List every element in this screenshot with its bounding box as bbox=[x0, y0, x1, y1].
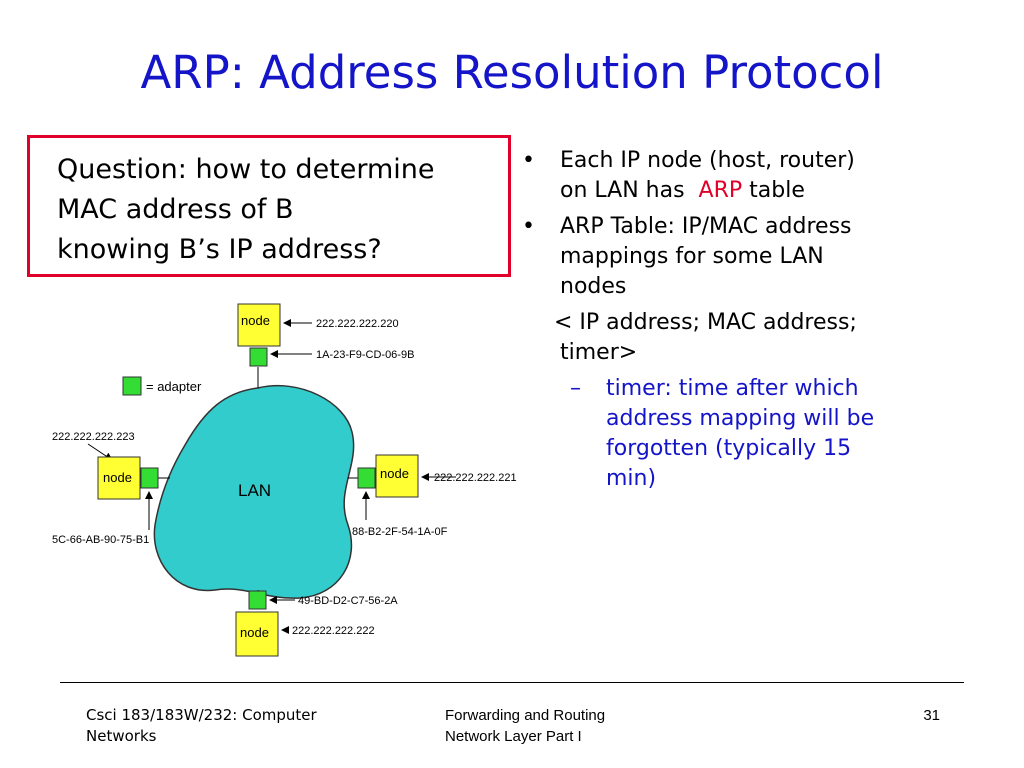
slide-title: ARP: Address Resolution Protocol bbox=[140, 46, 884, 99]
page-number: 31 bbox=[923, 707, 940, 724]
adapter-left bbox=[140, 467, 159, 489]
sub-line: address mapping will be bbox=[606, 406, 875, 431]
node-right bbox=[375, 454, 419, 498]
node-left bbox=[97, 456, 141, 500]
mac-label-right: 88-B2-2F-54-1A-0F bbox=[352, 526, 448, 538]
entry-line: < IP address; MAC address; bbox=[554, 310, 857, 335]
bullet-line: mappings for some LAN bbox=[560, 244, 824, 269]
arp-highlight: ARP bbox=[698, 178, 743, 203]
mac-label-left: 5C-66-AB-90-75-B1 bbox=[52, 534, 149, 546]
node-label: node bbox=[103, 470, 132, 485]
sub-bullet-timer: – timer: time after which address mappin… bbox=[522, 374, 982, 494]
bullet-line: on LAN has ARP table bbox=[560, 176, 982, 206]
ip-label-top: 222.222.222.220 bbox=[316, 318, 399, 330]
node-bottom bbox=[235, 611, 279, 657]
legend-label: = adapter bbox=[146, 379, 202, 394]
ip-label-bottom: 222.222.222.222 bbox=[292, 625, 375, 637]
ip-label-left: 222.222.222.223 bbox=[52, 431, 135, 443]
question-box: Question: how to determine MAC address o… bbox=[27, 135, 511, 277]
bullet-text: table bbox=[749, 178, 805, 203]
footer-line: Forwarding and Routing bbox=[445, 707, 606, 724]
footer-course: Csci 183/183W/232: Computer Networks bbox=[86, 705, 356, 747]
footer-topic: Forwarding and Routing Network Layer Par… bbox=[445, 705, 685, 747]
node-label: node bbox=[241, 313, 270, 328]
adapter-bottom bbox=[248, 590, 267, 610]
footer-line: Networks bbox=[86, 727, 157, 745]
bullet-dot-icon: • bbox=[522, 214, 535, 239]
question-line: MAC address of B bbox=[57, 194, 294, 225]
node-top bbox=[237, 303, 281, 347]
ip-label-right: 222.222.222.221 bbox=[434, 472, 517, 484]
sub-line: timer: time after which bbox=[606, 376, 859, 401]
question-line: knowing B’s IP address? bbox=[57, 234, 382, 265]
question-text: Question: how to determine MAC address o… bbox=[57, 150, 507, 270]
mac-label-bottom: 49-BD-D2-C7-56-2A bbox=[298, 595, 398, 607]
bullet-line: ARP Table: IP/MAC address bbox=[560, 214, 852, 239]
node-label: node bbox=[380, 466, 409, 481]
sub-line: forgotten (typically 15 bbox=[606, 436, 852, 461]
bullet-dot-icon: • bbox=[522, 148, 535, 173]
mac-label-top: 1A-23-F9-CD-06-9B bbox=[316, 349, 414, 361]
bullet-item-arp-table: • Each IP node (host, router) on LAN has… bbox=[522, 146, 982, 206]
bullet-list: • Each IP node (host, router) on LAN has… bbox=[522, 146, 982, 494]
footer-divider bbox=[60, 682, 964, 683]
lan-label: LAN bbox=[238, 481, 271, 500]
footer-line: Network Layer Part I bbox=[445, 728, 582, 745]
node-label: node bbox=[240, 625, 269, 640]
sub-bullet-dash-icon: – bbox=[570, 376, 581, 401]
bullet-line: Each IP node (host, router) bbox=[560, 148, 855, 173]
entry-line: timer> bbox=[560, 340, 638, 365]
adapter-legend-icon bbox=[122, 376, 142, 396]
footer-line: Csci 183/183W/232: Computer bbox=[86, 706, 317, 724]
adapter-right bbox=[357, 467, 376, 489]
question-line: Question: how to determine bbox=[57, 154, 435, 185]
bullet-line: nodes bbox=[560, 274, 627, 299]
arp-entry-format: < IP address; MAC address; timer> bbox=[522, 308, 982, 368]
adapter-top bbox=[249, 347, 268, 367]
bullet-item-arp-mappings: • ARP Table: IP/MAC address mappings for… bbox=[522, 212, 982, 302]
bullet-text: on LAN has bbox=[560, 178, 685, 203]
sub-line: min) bbox=[606, 466, 657, 491]
